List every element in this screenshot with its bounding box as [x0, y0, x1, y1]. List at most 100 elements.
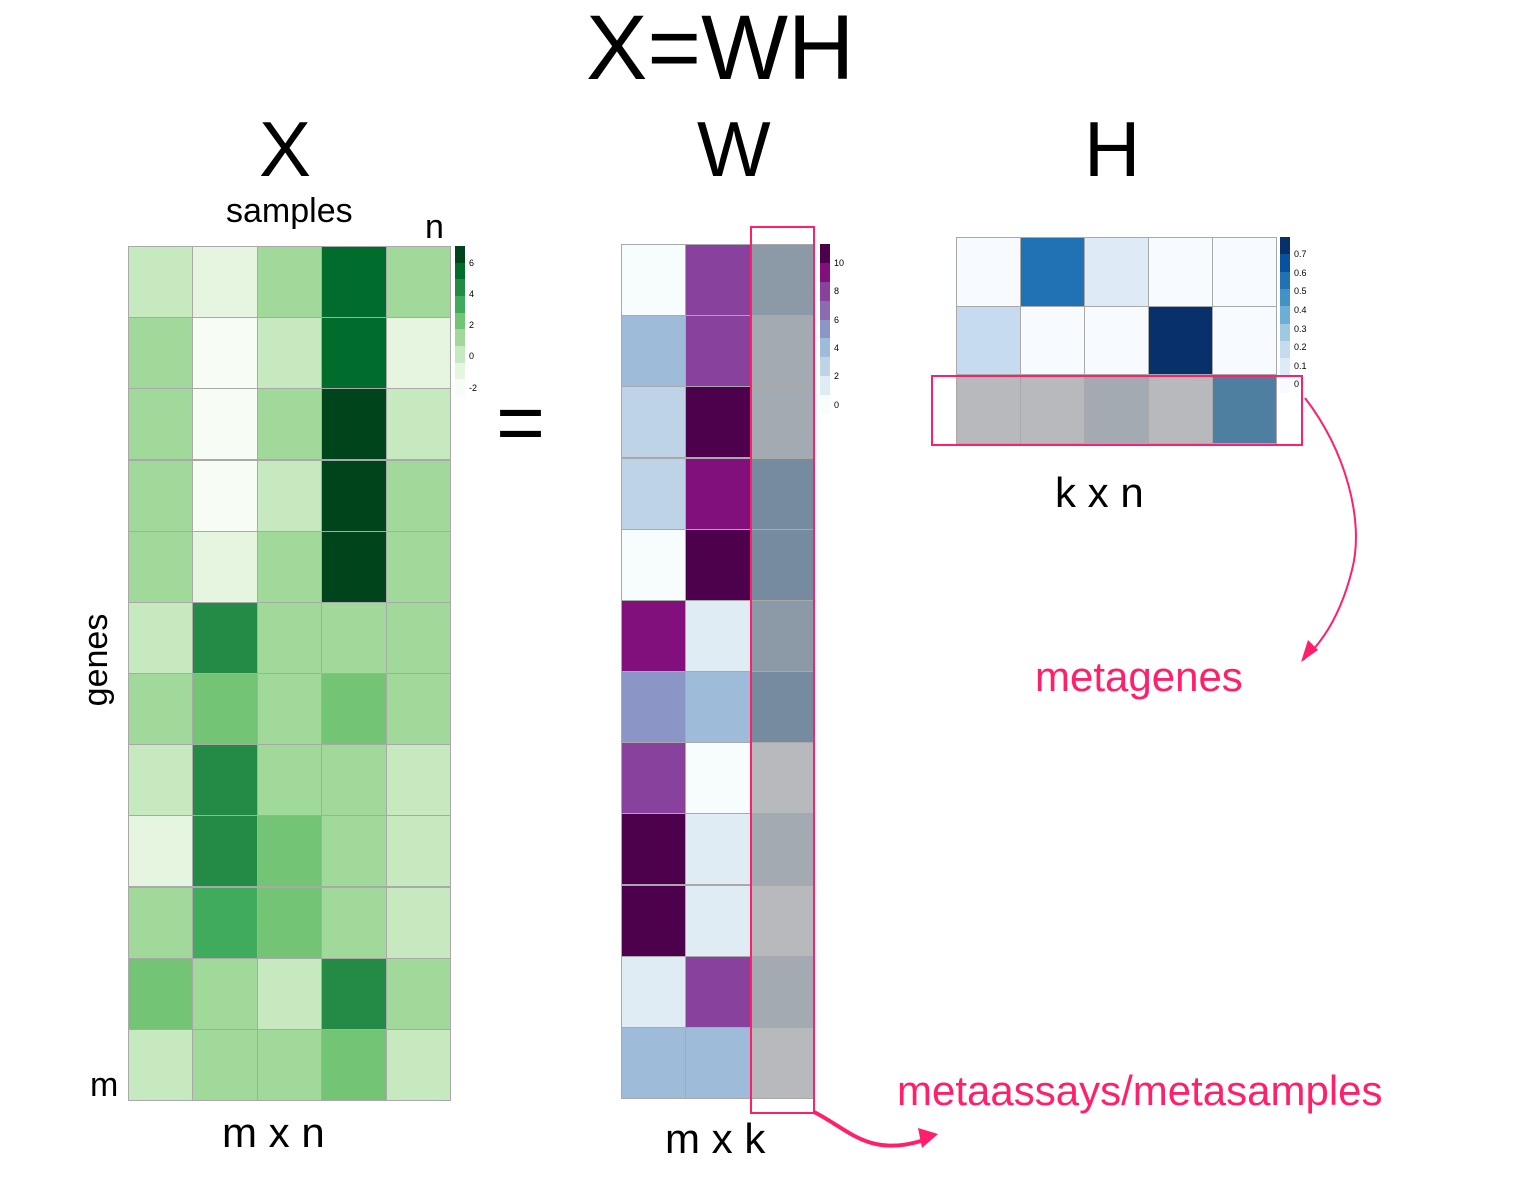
w-column-highlight	[750, 226, 815, 1114]
heatmap-cell	[256, 530, 323, 603]
heatmap-cell	[1084, 237, 1149, 307]
legend-swatch	[455, 262, 465, 280]
heatmap-cell	[621, 244, 687, 317]
h-heatmap	[956, 237, 1277, 444]
heatmap-cell	[256, 744, 323, 817]
heatmap-cell	[128, 1028, 194, 1101]
legend-swatch	[1280, 358, 1290, 377]
heatmap-cell	[321, 886, 387, 959]
heatmap-cell	[128, 957, 194, 1030]
legend-tick-label: 0.7	[1294, 249, 1307, 260]
legend-swatch	[455, 329, 465, 347]
heatmap-cell	[256, 957, 323, 1030]
h-dims-label: k x n	[1055, 469, 1144, 516]
legend-tick-label: 0	[469, 351, 475, 362]
heatmap-cell	[385, 957, 451, 1030]
legend-swatch	[455, 279, 465, 297]
legend-tick-label: 0.1	[1294, 360, 1307, 371]
heatmap-cell	[128, 744, 194, 817]
heatmap-cell	[621, 742, 687, 815]
legend-swatch	[820, 262, 830, 283]
heatmap-cell	[256, 886, 323, 959]
w-matrix-label: W	[697, 105, 771, 193]
heatmap-cell	[385, 601, 451, 674]
m-corner-label: m	[90, 1066, 119, 1104]
heatmap-cell	[256, 1028, 323, 1101]
x-dims-label: m x n	[222, 1109, 325, 1156]
legend-swatch	[820, 281, 830, 302]
equals-sign: =	[496, 375, 546, 469]
heatmap-cell	[321, 1028, 387, 1101]
samples-label: samples	[226, 192, 353, 230]
heatmap-cell	[1084, 305, 1149, 376]
legend-tick-label: 4	[834, 342, 840, 353]
h-matrix-label: H	[1084, 105, 1141, 193]
legend-swatch	[455, 296, 465, 314]
heatmap-cell	[621, 955, 687, 1028]
heatmap-cell	[321, 388, 387, 461]
heatmap-cell	[685, 386, 751, 459]
metagenes-annotation: metagenes	[1035, 653, 1243, 700]
w-dims-label: m x k	[665, 1115, 766, 1162]
heatmap-cell	[321, 601, 387, 674]
legend-tick-label: 0.5	[1294, 286, 1307, 297]
heatmap-cell	[321, 815, 387, 888]
heatmap-cell	[621, 1026, 687, 1099]
legend-swatch	[455, 379, 465, 397]
heatmap-cell	[385, 246, 451, 319]
heatmap-cell	[128, 886, 194, 959]
legend-swatch	[1280, 323, 1290, 342]
heatmap-cell	[385, 744, 451, 817]
heatmap-cell	[128, 388, 194, 461]
legend-swatch	[455, 246, 465, 264]
heatmap-cell	[192, 317, 258, 390]
metasamples-annotation: metaassays/metasamples	[897, 1067, 1383, 1114]
heatmap-cell	[749, 386, 815, 459]
legend-swatch	[820, 395, 830, 415]
heatmap-cell	[321, 246, 387, 319]
heatmap-cell	[621, 599, 687, 672]
legend-swatch	[455, 362, 465, 380]
heatmap-cell	[1148, 237, 1213, 307]
legend-swatch	[1280, 289, 1290, 307]
heatmap-cell	[321, 957, 387, 1030]
heatmap-cell	[1020, 237, 1085, 307]
legend-swatch	[820, 300, 830, 321]
legend-swatch	[820, 319, 830, 339]
heatmap-cell	[128, 459, 194, 532]
heatmap-cell	[1212, 237, 1277, 307]
heatmap-cell	[956, 305, 1021, 376]
heatmap-cell	[749, 244, 815, 317]
heatmap-cell	[385, 459, 451, 532]
heatmap-cell	[956, 374, 1021, 444]
legend-swatch	[1280, 306, 1290, 325]
legend-tick-label: 0.6	[1294, 267, 1307, 278]
heatmap-cell	[685, 528, 751, 601]
legend-swatch	[820, 244, 830, 264]
heatmap-cell	[621, 457, 687, 530]
heatmap-cell	[321, 317, 387, 390]
heatmap-cell	[192, 815, 258, 888]
heatmap-cell	[749, 1026, 815, 1099]
legend-swatch	[820, 338, 830, 358]
legend-tick-label: 0.4	[1294, 305, 1307, 316]
heatmap-cell	[128, 530, 194, 603]
heatmap-cell	[256, 317, 323, 390]
heatmap-cell	[1020, 374, 1085, 444]
heatmap-cell	[685, 955, 751, 1028]
legend-tick-label: 6	[834, 314, 840, 325]
heatmap-cell	[1212, 374, 1277, 444]
equation-title: X=WH	[586, 0, 855, 99]
heatmap-cell	[192, 957, 258, 1030]
heatmap-cell	[749, 742, 815, 815]
legend-tick-label: -2	[469, 382, 478, 393]
heatmap-cell	[385, 1028, 451, 1101]
metasamples-arrowhead	[918, 1128, 938, 1148]
x-heatmap	[128, 246, 451, 1101]
legend-tick-label: 0.3	[1294, 323, 1307, 334]
metagenes-arrow	[1302, 397, 1357, 661]
heatmap-cell	[956, 237, 1021, 307]
